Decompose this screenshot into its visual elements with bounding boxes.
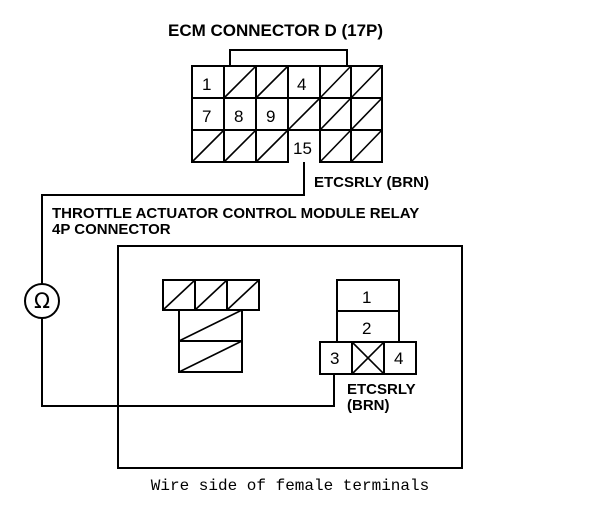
relay-connector-title-line2: 4P CONNECTOR [52, 221, 171, 238]
test-lead-upper [41, 162, 305, 284]
ohmmeter-icon: Ω [24, 283, 60, 319]
relay-terminal-block [162, 279, 260, 373]
ecm-connector-title: ECM CONNECTOR D (17P) [168, 21, 383, 40]
relay-connector-title-line1: THROTTLE ACTUATOR CONTROL MODULE RELAY [52, 205, 419, 222]
ecm-pin-8: 8 [234, 107, 243, 126]
ecm-pin-4: 4 [297, 75, 306, 94]
ecm-pin-1: 1 [202, 75, 211, 94]
ecm-connector: 1 4 7 8 9 15 [191, 49, 383, 163]
relay-pin-3: 3 [330, 349, 339, 368]
relay-pin-1: 1 [362, 288, 371, 307]
ecm-pin-9: 9 [266, 107, 275, 126]
ecm-pin-15: 15 [293, 139, 312, 158]
relay-connector-frame [117, 245, 463, 469]
relay-4p-connector: 1 2 3 4 [319, 279, 417, 375]
relay-wire-label-line2: (BRN) [347, 397, 390, 414]
ecm-unused-cavities [191, 65, 383, 163]
ohm-symbol: Ω [34, 289, 50, 313]
view-caption: Wire side of female terminals [151, 477, 429, 495]
relay-pin-4: 4 [394, 349, 403, 368]
ecm-pin-7: 7 [202, 107, 211, 126]
ecm-connector-latch [229, 49, 348, 66]
relay-pin-2: 2 [362, 319, 371, 338]
test-lead-lower [41, 318, 335, 407]
ecm-wire-label: ETCSRLY (BRN) [314, 174, 429, 191]
relay-wire-label-line1: ETCSRLY [347, 381, 416, 398]
